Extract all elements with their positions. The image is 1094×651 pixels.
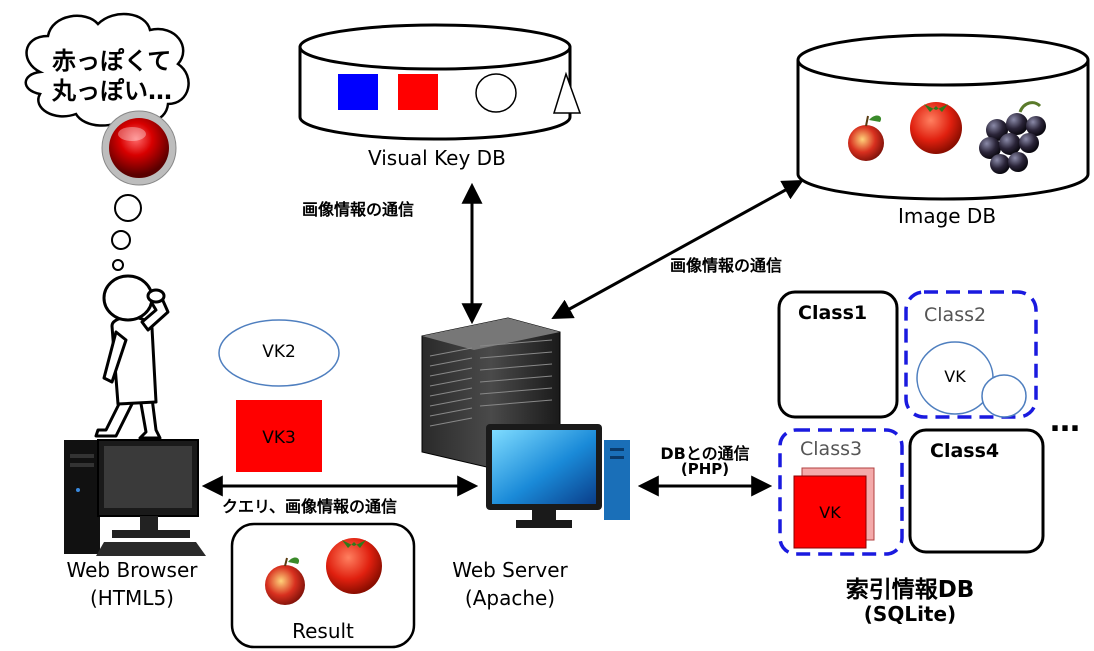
thought-line-1: 赤っぽくて	[52, 47, 172, 75]
web-server-sublabel: (Apache)	[464, 586, 556, 610]
vk3-label: VK3	[262, 428, 296, 448]
class1-box	[777, 290, 899, 419]
index-db-label: 索引情報DB	[845, 577, 975, 603]
class3-vk-square	[793, 475, 867, 549]
result-label: Result	[292, 619, 354, 643]
thought-line-2: 丸っぽい…	[52, 77, 172, 105]
result-apple-icon	[265, 557, 305, 605]
result-tomato-icon	[326, 538, 382, 594]
class1-label: Class1	[798, 302, 868, 324]
blue-square-key	[338, 74, 378, 110]
thinking-person-icon	[94, 274, 170, 440]
vk3-query-square	[236, 400, 322, 472]
web-browser-sublabel: (HTML5)	[90, 586, 174, 610]
circle-key-icon	[475, 73, 517, 113]
class4-label: Class4	[930, 440, 1000, 462]
vk2-label: VK2	[262, 342, 296, 362]
db-link-label-1: DBとの通信	[660, 444, 750, 463]
server-monitor-icon	[486, 424, 630, 528]
web-server-label: Web Server	[452, 558, 568, 582]
more-classes-ellipsis: …	[1050, 404, 1080, 439]
thought-dot-large	[114, 194, 142, 222]
class3-label: Class3	[800, 438, 863, 460]
web-browser-label: Web Browser	[66, 558, 198, 582]
triangle-key-icon	[552, 71, 582, 114]
tomato-image-icon	[910, 102, 962, 154]
grapes-image-icon	[979, 101, 1046, 174]
thought-dot-medium	[111, 230, 131, 250]
class2-vk-label: VK	[944, 367, 966, 386]
vk2-query-ellipse	[218, 319, 340, 387]
thought-dot-small	[112, 259, 124, 271]
apple-image-icon	[848, 115, 884, 161]
browser-link-label: クエリ、画像情報の通信	[222, 497, 398, 516]
visual-key-db-label: Visual Key DB	[368, 146, 506, 170]
imgdb-link-label: 画像情報の通信	[670, 256, 783, 275]
class2-vk-circle-small	[981, 374, 1027, 418]
red-square-key	[398, 74, 438, 110]
desktop-computer-icon	[64, 439, 206, 556]
class2-label: Class2	[924, 304, 987, 326]
vkdb-link-label: 画像情報の通信	[302, 200, 415, 219]
db-link-label-2: (PHP)	[680, 460, 730, 478]
red-button-icon	[101, 110, 177, 186]
index-db-sublabel: (SQLite)	[863, 602, 957, 626]
class3-vk-label: VK	[819, 503, 841, 522]
image-db-label: Image DB	[897, 204, 997, 228]
class4-box	[908, 428, 1045, 554]
arrow-server-imagedb	[551, 179, 804, 320]
thought-cloud	[24, 12, 190, 127]
